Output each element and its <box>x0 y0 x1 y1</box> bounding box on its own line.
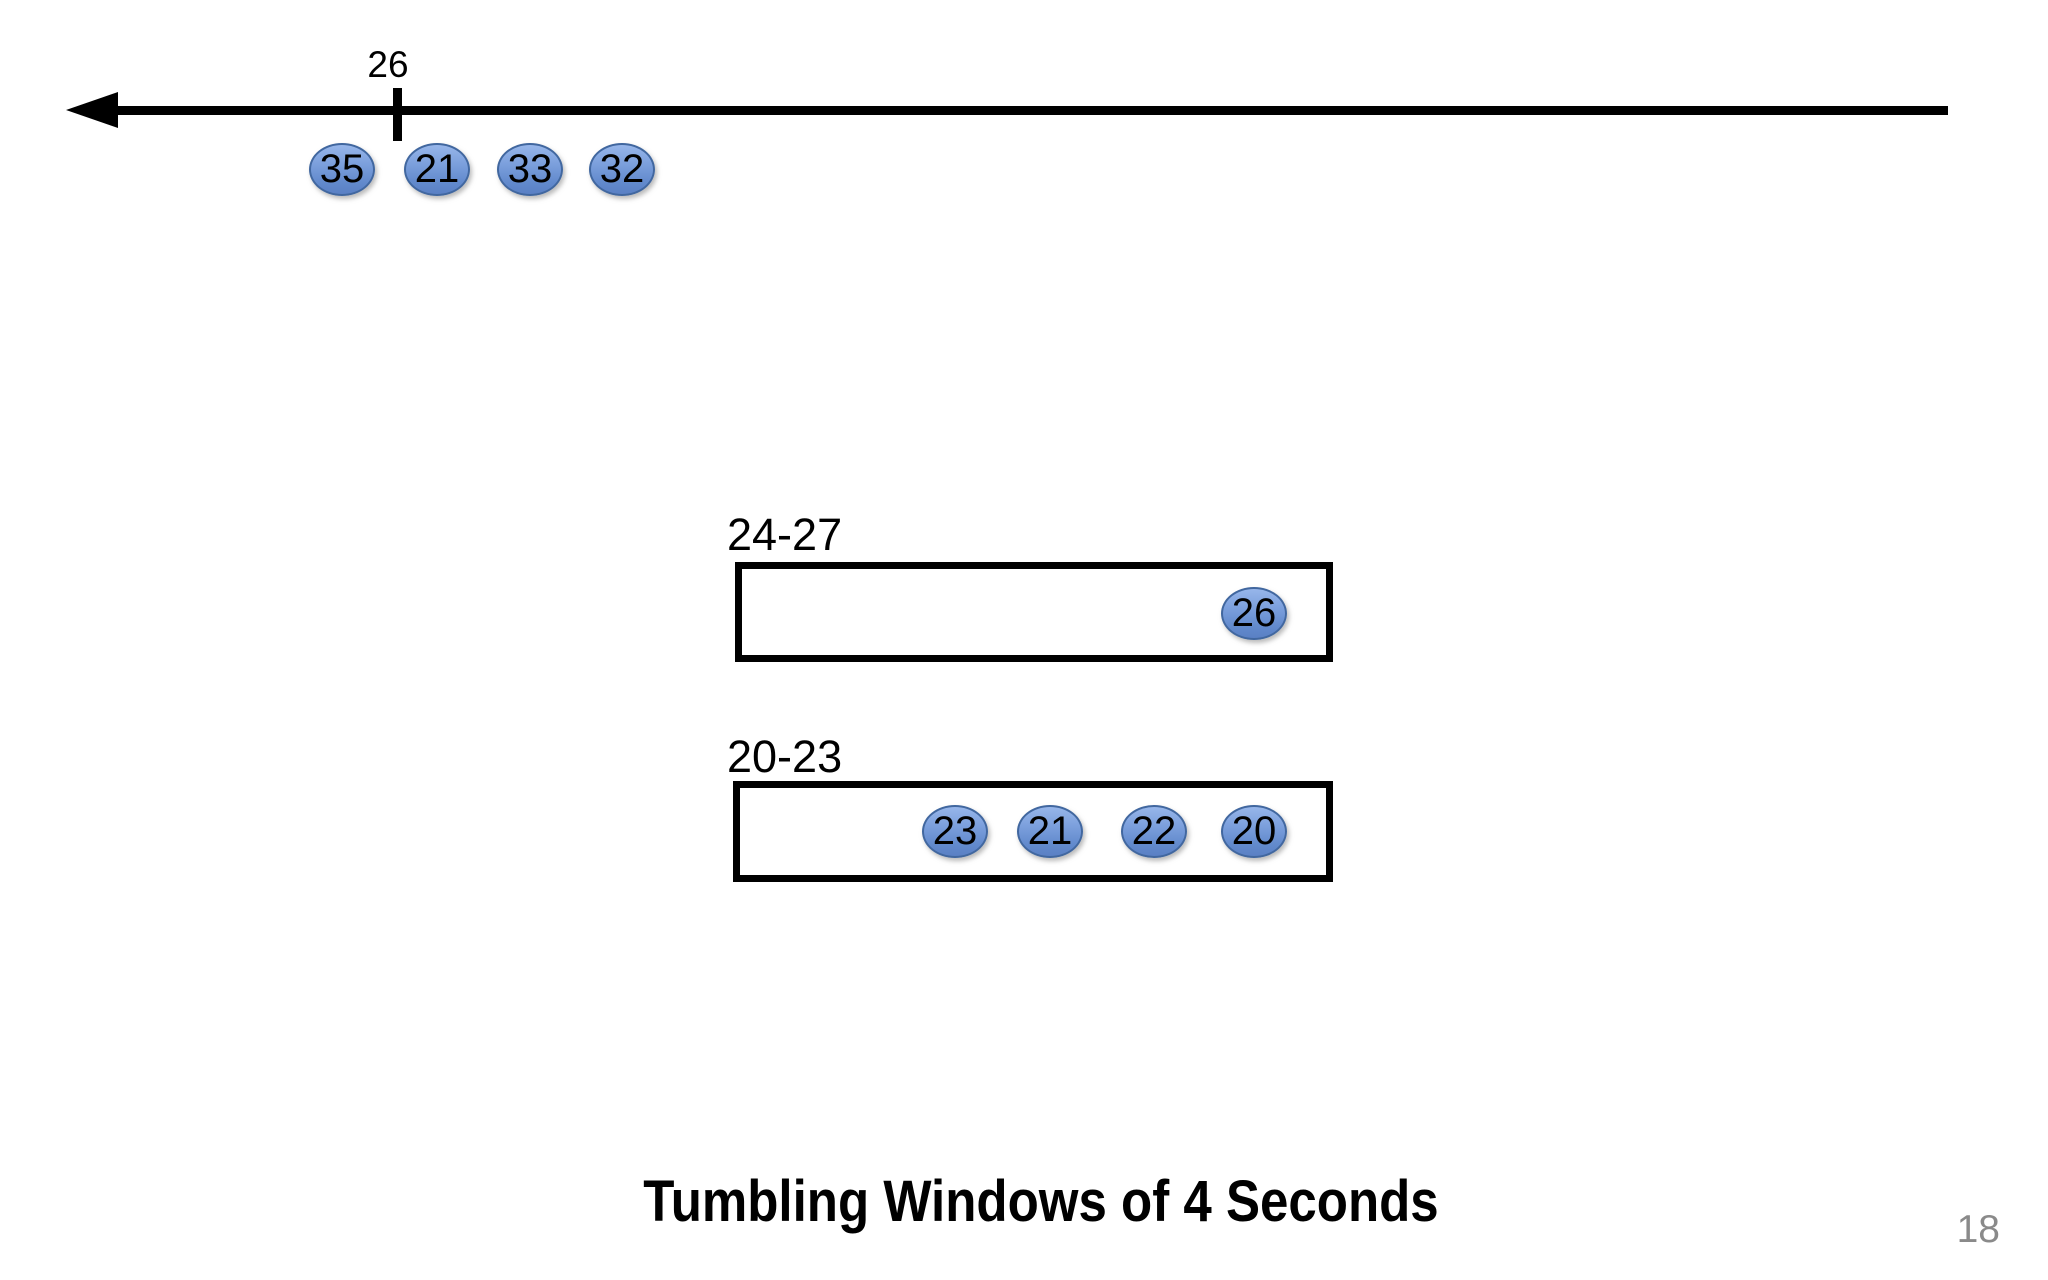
timeline-tick-label: 26 <box>367 44 409 85</box>
window-box <box>735 562 1333 662</box>
stream-event-ellipse: 35 <box>309 143 375 196</box>
window-event-ellipse: 26 <box>1221 587 1287 640</box>
left-arrowhead-icon <box>66 92 118 128</box>
page-number: 18 <box>1956 1208 2000 1251</box>
window-event-ellipse: 22 <box>1121 805 1187 858</box>
window-range-label: 20-23 <box>727 731 843 782</box>
stream-event-ellipse: 33 <box>497 143 563 196</box>
window-box <box>733 781 1333 882</box>
slide-title: Tumbling Windows of 4 Seconds <box>643 1169 1439 1234</box>
timeline-line <box>108 106 1948 115</box>
window-event-ellipse: 20 <box>1221 805 1287 858</box>
timeline-tick <box>393 88 402 141</box>
window-event-ellipse: 23 <box>922 805 988 858</box>
stream-event-ellipse: 21 <box>404 143 470 196</box>
window-event-ellipse: 21 <box>1017 805 1083 858</box>
stream-event-ellipse: 32 <box>589 143 655 196</box>
window-range-label: 24-27 <box>727 509 843 560</box>
